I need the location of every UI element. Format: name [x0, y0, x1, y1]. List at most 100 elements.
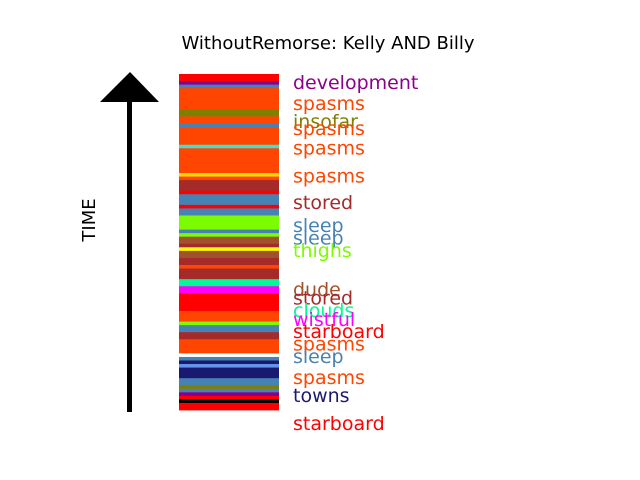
timeline-stripe: [179, 211, 279, 216]
timeline-label: dude: [293, 279, 341, 301]
timeline-stripe: [179, 374, 279, 379]
timeline-stripe: [179, 95, 279, 100]
timeline-stripe: [179, 378, 279, 383]
timeline-stripe: [179, 197, 279, 202]
timeline-stripe: [179, 264, 279, 269]
timeline-stripe: [179, 310, 279, 315]
timeline-stripe: [179, 286, 279, 291]
timeline-stripe: [179, 229, 279, 234]
timeline-stripe: [179, 268, 279, 273]
timeline-stripe: [179, 395, 279, 400]
timeline-stripe: [179, 141, 279, 146]
chart-title: WithoutRemorse: Kelly AND Billy: [181, 33, 474, 54]
timeline-stripe: [179, 272, 279, 276]
timeline-stripe: [179, 173, 279, 177]
timeline-stripe: [179, 254, 279, 259]
timeline-stripe: [179, 300, 279, 305]
timeline-stripe: [179, 289, 279, 294]
timeline-stripe: [179, 190, 279, 195]
timeline-stripe: [179, 318, 279, 322]
timeline-stripe: [179, 325, 279, 330]
timeline-stripe: [179, 402, 279, 407]
timeline-stripe: [179, 134, 279, 139]
timeline-stripe: [179, 279, 279, 284]
timeline-label: spasms: [293, 367, 365, 389]
timeline-stripe: [179, 385, 279, 390]
timeline-stripe: [179, 183, 279, 188]
timeline-stripe: [179, 91, 279, 96]
timeline-stripe: [179, 236, 279, 241]
timeline-stripes: [179, 74, 279, 411]
timeline-stripe: [179, 364, 279, 368]
time-arrow-shaft: [127, 100, 132, 412]
timeline-stripe: [179, 123, 279, 128]
timeline-stripe: [179, 176, 279, 181]
timeline-stripe: [179, 367, 279, 372]
timeline-stripe: [179, 109, 279, 114]
timeline-stripe: [179, 81, 279, 86]
timeline-stripe: [179, 74, 279, 78]
timeline-stripe: [179, 275, 279, 280]
timeline-stripe: [179, 219, 279, 223]
timeline-stripe: [179, 328, 279, 333]
timeline-stripe: [179, 247, 279, 252]
timeline-stripe: [179, 98, 279, 103]
timeline-stripe: [179, 332, 279, 337]
timeline-stripe: [179, 314, 279, 319]
timeline-label: spasms: [293, 166, 365, 188]
timeline-label: insofar: [293, 111, 358, 133]
timeline-stripe: [179, 169, 279, 174]
timeline-stripe: [179, 307, 279, 312]
timeline-stripe: [179, 353, 279, 358]
time-arrow-head: [100, 72, 159, 102]
timeline-label: stored: [293, 288, 353, 310]
timeline-stripe: [179, 102, 279, 107]
timeline-label: spasms: [293, 93, 365, 115]
timeline-stripe: [179, 158, 279, 163]
timeline-stripe: [179, 339, 279, 344]
timeline-stripe: [179, 243, 279, 248]
timeline-stripe: [179, 360, 279, 365]
timeline-stripe: [179, 349, 279, 354]
timeline-stripe: [179, 399, 279, 404]
timeline-stripe: [179, 335, 279, 340]
timeline-stripe: [179, 342, 279, 347]
timeline-stripe: [179, 388, 279, 393]
timeline-stripe: [179, 321, 279, 326]
timeline-label: sleep: [293, 215, 344, 237]
timeline-stripe: [179, 144, 279, 149]
timeline-stripe: [179, 137, 279, 142]
timeline-stripe: [179, 233, 279, 238]
timeline-stripe: [179, 296, 279, 301]
timeline-stripe: [179, 215, 279, 220]
timeline-stripe: [179, 204, 279, 209]
timeline-stripe: [179, 127, 279, 131]
timeline-stripe: [179, 240, 279, 245]
time-arrow: [100, 72, 159, 412]
y-axis-label: TIME: [79, 198, 100, 242]
timeline-stripe: [179, 84, 279, 89]
timeline-stripe: [179, 293, 279, 298]
timeline-stripe: [179, 155, 279, 160]
timeline-stripe: [179, 112, 279, 117]
timeline-stripe: [179, 222, 279, 227]
timeline-stripe: [179, 77, 279, 82]
timeline-label: development: [293, 72, 418, 94]
timeline-label: sleep: [293, 346, 344, 368]
timeline-stripe: [179, 119, 279, 124]
timeline-label: towns: [293, 385, 350, 407]
timeline-stripe: [179, 148, 279, 153]
timeline-stripe: [179, 346, 279, 351]
timeline-label: starboard: [293, 321, 385, 343]
timeline-label: starboard: [293, 413, 385, 435]
timeline-stripe: [179, 194, 279, 199]
timeline-stripe: [179, 162, 279, 167]
timeline-stripe: [179, 165, 279, 170]
timeline-stripe: [179, 371, 279, 376]
timeline-stripe: [179, 130, 279, 135]
timeline-stripe: [179, 257, 279, 262]
timeline-stripe: [179, 226, 279, 231]
timeline-label: spasms: [293, 118, 365, 140]
timeline-stripe: [179, 180, 279, 185]
